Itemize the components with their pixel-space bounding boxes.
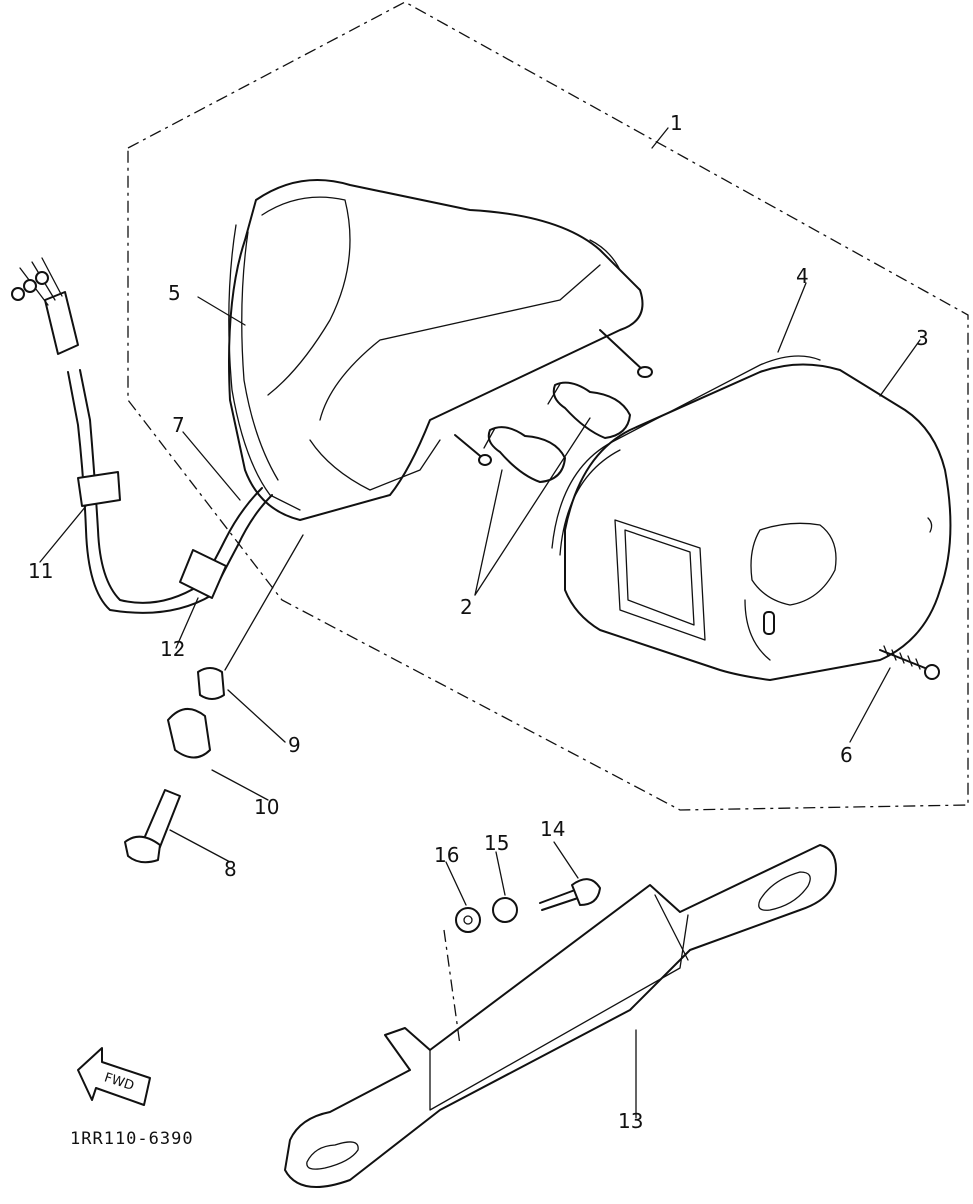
tail-light-housing [228,179,644,521]
callout-10: 10 [254,795,279,819]
housing-studs [454,329,653,466]
leader-lines [39,127,921,1119]
callout-12: 12 [160,637,185,661]
callout-15: 15 [484,831,509,855]
callout-7: 7 [172,413,185,437]
callout-8: 8 [224,857,237,881]
forward-arrow-icon: FWD [77,1047,151,1106]
lens-screw [879,645,940,680]
callout-16: 16 [434,843,459,867]
mounting-hardware [124,667,225,864]
callout-13: 13 [618,1109,643,1133]
license-bracket [284,844,837,1188]
callout-9: 9 [288,733,301,757]
wiring-harness [11,257,273,614]
callout-4: 4 [796,264,809,288]
callout-1: 1 [670,111,683,135]
callout-11: 11 [28,559,53,583]
bracket-fasteners [443,878,601,1046]
diagram-reference-code: 1RR110-6390 [70,1129,194,1149]
callout-5: 5 [168,281,181,305]
lens-cover [551,355,952,681]
callout-14: 14 [540,817,565,841]
callout-2: 2 [460,595,473,619]
callout-6: 6 [840,743,853,767]
bulbs [483,381,631,483]
callout-3: 3 [916,326,929,350]
